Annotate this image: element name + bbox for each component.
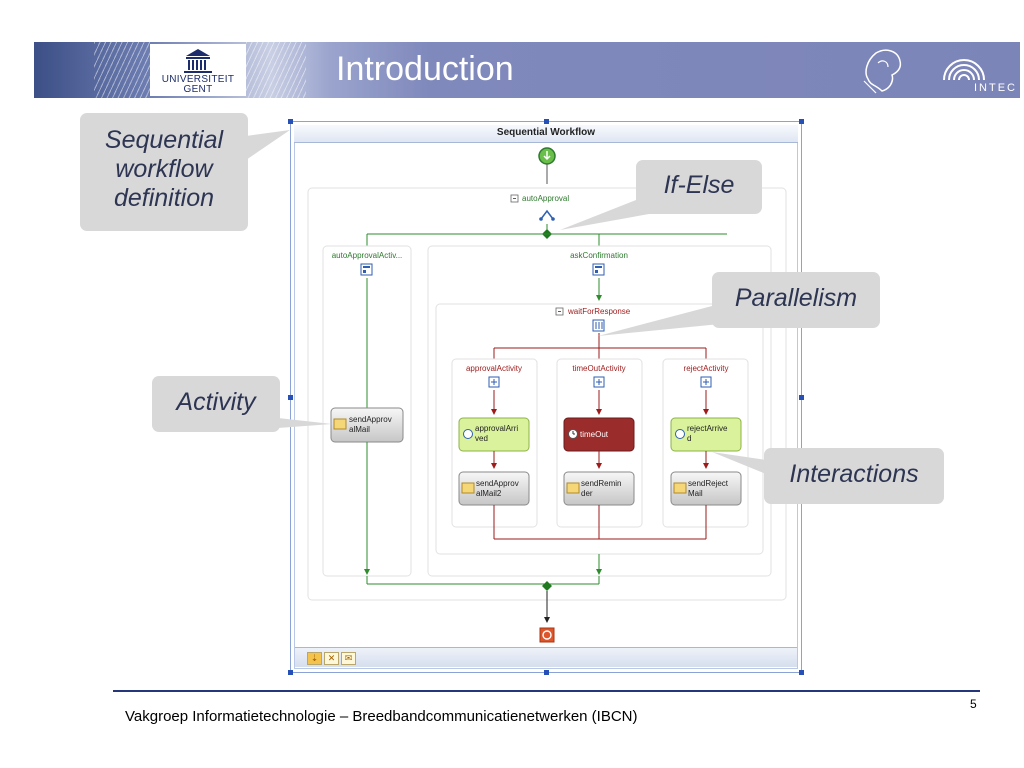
building-icon	[184, 49, 212, 73]
if-else-container	[307, 187, 787, 601]
sequence-icon	[488, 376, 500, 388]
header-banner: UNIVERSITEIT GENT Introduction INTEC	[34, 42, 1020, 98]
fault-handlers-view-button[interactable]: ✉	[341, 652, 356, 665]
event-label-line1: approvalArri	[475, 424, 518, 433]
activity-label-line2: der	[581, 489, 593, 498]
activity-label-line1: sendApprov	[476, 479, 519, 488]
activity-label-line2: Mail	[688, 489, 703, 498]
event-reject-arrived[interactable]: rejectArrive d	[670, 417, 742, 452]
activity-label-line1: sendReject	[688, 479, 729, 488]
callout-sequential-workflow: Sequential workflow definition	[80, 113, 248, 231]
parallel-branch-label: approvalActivity	[466, 364, 522, 373]
if-else-join-diamond	[542, 581, 552, 591]
selection-handle[interactable]	[288, 119, 293, 124]
activity-label-line1: sendRemin	[581, 479, 621, 488]
university-name-line2: GENT	[183, 84, 213, 95]
end-icon	[539, 627, 555, 643]
branch-right-icon	[592, 263, 605, 276]
selection-handle[interactable]	[799, 395, 804, 400]
header-hatch-left	[94, 42, 150, 98]
page-number: 5	[970, 697, 977, 711]
selection-handle[interactable]	[544, 119, 549, 124]
university-name-line1: UNIVERSITEIT	[161, 74, 235, 85]
selection-handle[interactable]	[288, 670, 293, 675]
branch-left-icon	[360, 263, 373, 276]
selection-handle[interactable]	[288, 395, 293, 400]
callout-interactions: Interactions	[764, 448, 944, 504]
branch-ask-confirmation-label: askConfirmation	[570, 251, 628, 260]
branch-auto-approval-label: autoApprovalActiv...	[332, 251, 403, 260]
event-label-line1: rejectArrive	[687, 424, 728, 433]
if-else-icon	[539, 209, 555, 221]
mascot-icon	[863, 49, 902, 94]
selection-handle[interactable]	[799, 119, 804, 124]
parallel-branch-label: rejectActivity	[684, 364, 729, 373]
activity-send-reject-mail[interactable]: sendReject Mail	[670, 471, 742, 506]
event-label-line2: d	[687, 434, 691, 443]
event-label-line2: ved	[475, 434, 488, 443]
callout-parallelism: Parallelism	[712, 272, 880, 328]
workflow-title-bar: Sequential Workflow	[294, 125, 798, 143]
callout-line2: workflow	[115, 155, 213, 183]
callout-if-else: If-Else	[636, 160, 762, 214]
activity-send-approval-mail2[interactable]: sendApprov alMail2	[458, 471, 530, 506]
sequence-icon	[700, 376, 712, 388]
activity-send-approval-mail[interactable]: sendApprov alMail	[330, 407, 404, 443]
parallel-icon	[592, 319, 605, 332]
callout-activity: Activity	[152, 376, 280, 432]
parallel-branch-label: timeOutActivity	[572, 364, 625, 373]
selection-handle[interactable]	[799, 670, 804, 675]
intec-label: INTEC	[974, 82, 1017, 94]
page-title: Introduction	[336, 50, 514, 88]
header-hatch-right	[246, 42, 306, 98]
activity-label-line2: alMail	[349, 425, 370, 434]
start-icon	[538, 147, 556, 165]
sequence-icon	[593, 376, 605, 388]
parallel-label: waitForResponse	[567, 307, 631, 316]
activity-label-line1: sendApprov	[349, 415, 392, 424]
callout-line1: Sequential	[104, 126, 224, 154]
event-label-line1: timeOut	[580, 430, 609, 439]
university-logo: UNIVERSITEIT GENT	[150, 44, 246, 96]
intec-logo-icon	[943, 59, 985, 81]
activity-send-reminder[interactable]: sendRemin der	[563, 471, 635, 506]
selection-handle[interactable]	[544, 670, 549, 675]
activity-label-line2: alMail2	[476, 489, 502, 498]
footer-department: Vakgroep Informatietechnologie – Breedba…	[125, 708, 638, 725]
workflow-view-button[interactable]: ⇣	[307, 652, 322, 665]
callout-line3: definition	[113, 184, 215, 212]
workflow-title: Sequential Workflow	[496, 127, 596, 138]
workflow-diagram: autoApproval autoApprovalActiv... sendAp…	[307, 147, 787, 643]
footer-divider	[113, 690, 980, 692]
event-approval-arrived[interactable]: approvalArri ved	[458, 417, 530, 452]
event-timeout[interactable]: timeOut	[563, 417, 635, 452]
cancel-handlers-view-button[interactable]: ✕	[324, 652, 339, 665]
designer-bottom-toolbar: ⇣ ✕ ✉	[295, 647, 797, 667]
if-else-label: autoApproval	[522, 194, 569, 203]
